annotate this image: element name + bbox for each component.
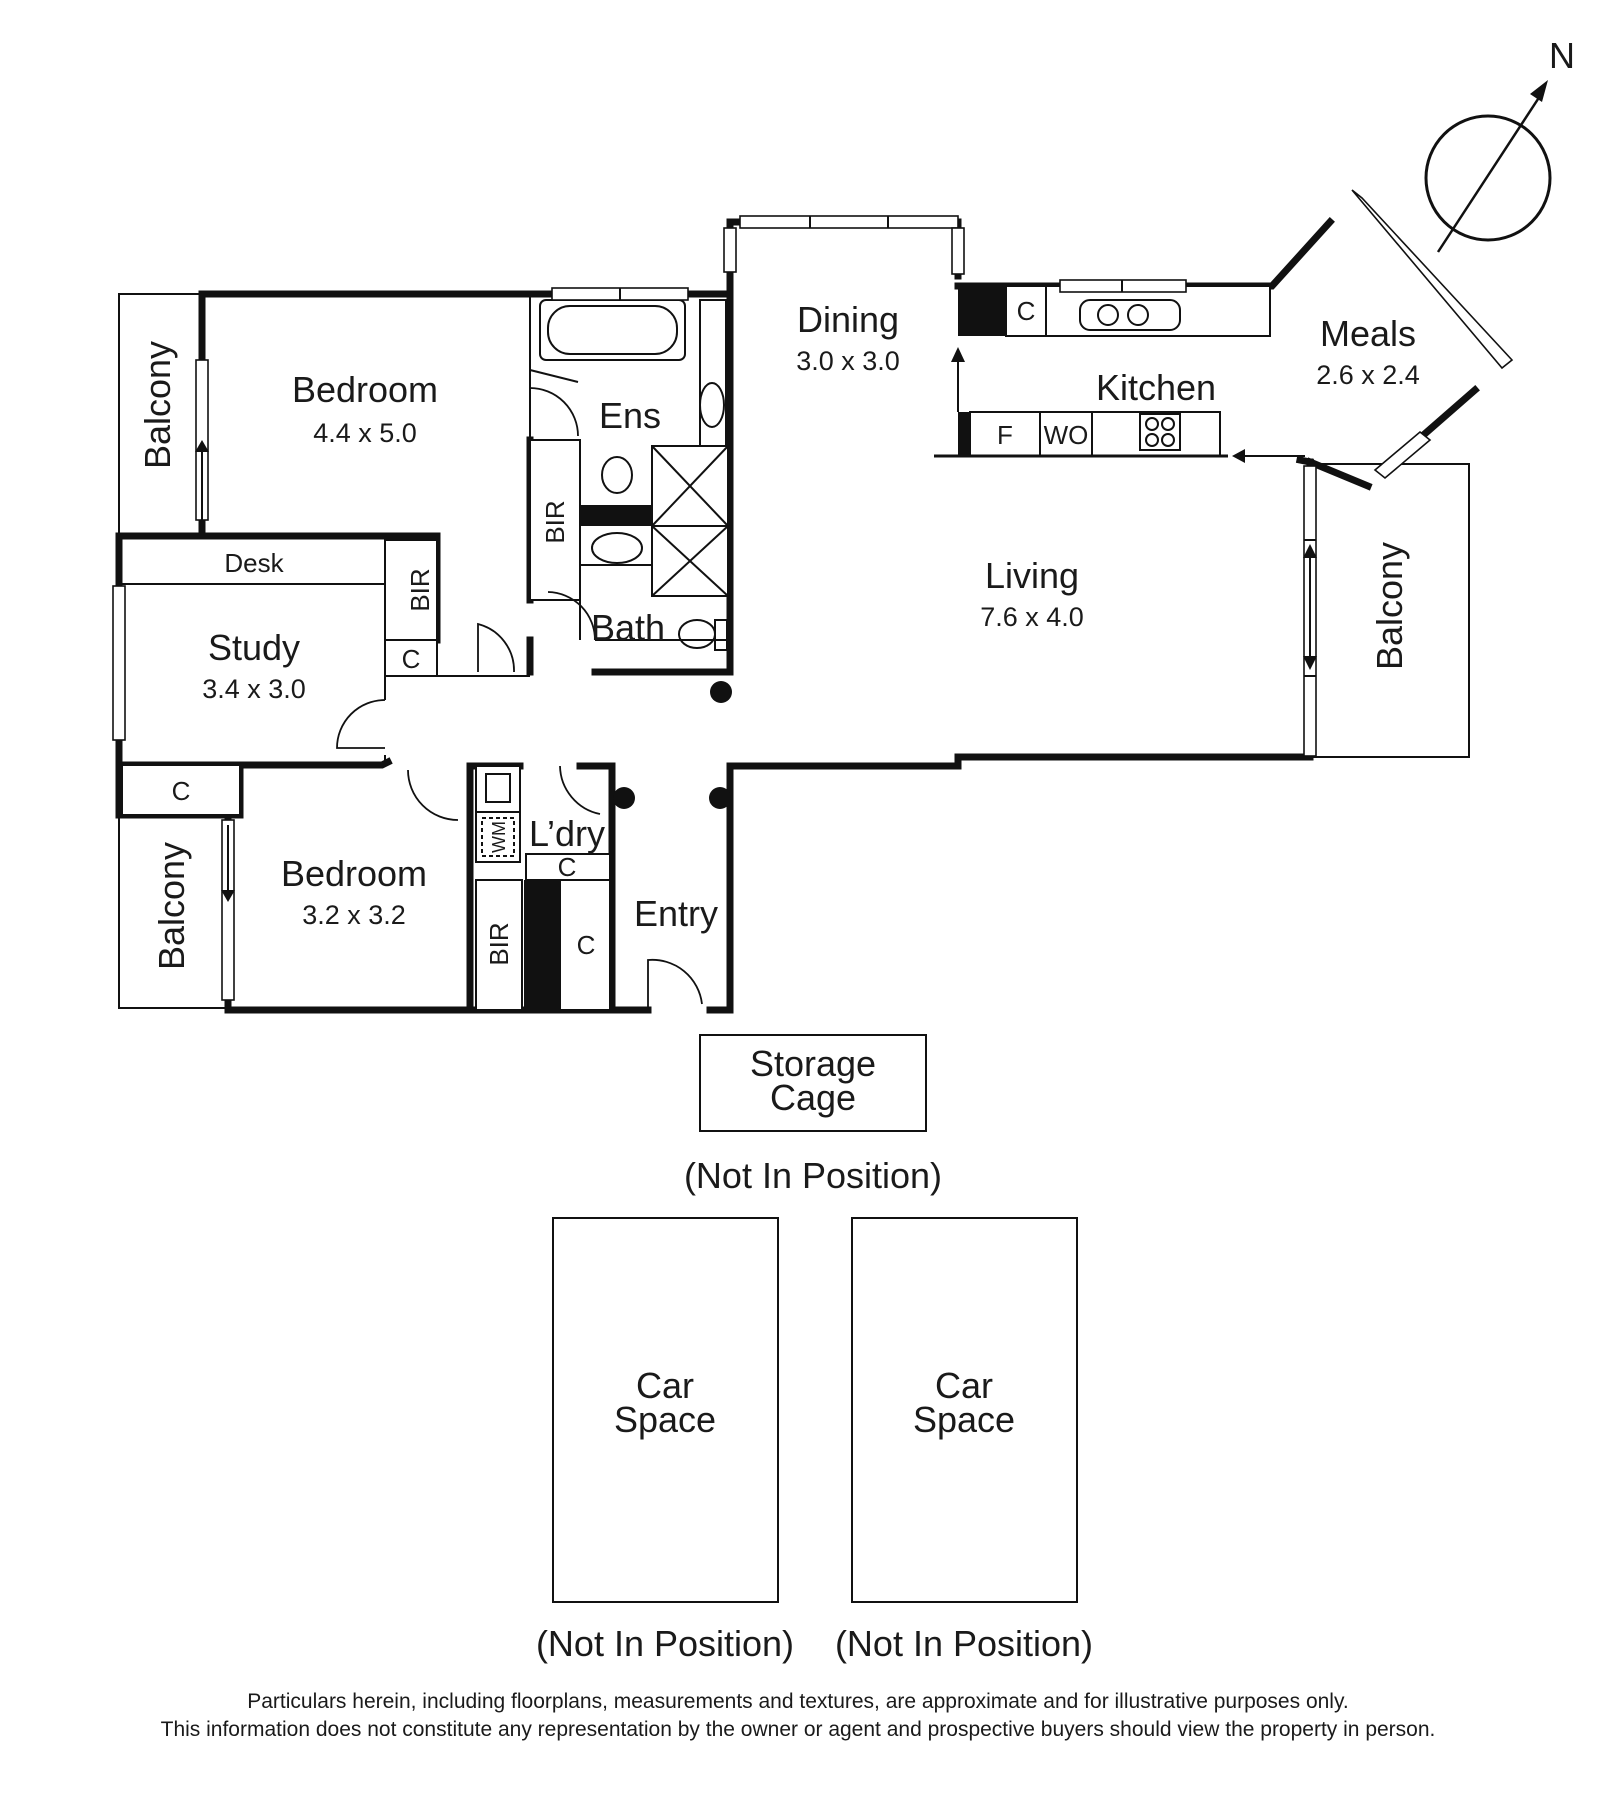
bir-label-bedroom2: BIR xyxy=(484,922,514,965)
fridge-label: F xyxy=(997,420,1013,450)
wall-oven-label: WO xyxy=(1044,420,1089,450)
room-laundry-name: L’dry xyxy=(529,813,605,854)
disclaimer: Particulars herein, including floorplans… xyxy=(161,1690,1436,1741)
room-bedroom2-name: Bedroom xyxy=(281,853,427,894)
room-dining-name: Dining xyxy=(797,299,899,340)
cupboard-label-study: C xyxy=(172,776,191,806)
room-dining-dims: 3.0 x 3.0 xyxy=(796,346,900,376)
bir-label-study: BIR xyxy=(405,568,435,611)
doors xyxy=(336,387,703,1010)
cupboard-label-bedroom2: C xyxy=(577,930,596,960)
north-compass: N xyxy=(1424,35,1575,253)
room-meals-name: Meals xyxy=(1320,313,1416,354)
cupboard-label-laundry: C xyxy=(558,852,577,882)
cupboard-label-study-hall: C xyxy=(402,644,421,674)
room-ensuite-name: Ens xyxy=(599,395,661,436)
desk-label: Desk xyxy=(224,548,284,578)
washing-machine-label: WM xyxy=(489,821,509,853)
bir-label-bedroom1: BIR xyxy=(540,500,570,543)
storage-cage-note: (Not In Position) xyxy=(684,1155,942,1196)
room-bedroom1-name: Bedroom xyxy=(292,369,438,410)
arrows xyxy=(195,347,1317,902)
storage-cage-line2: Cage xyxy=(770,1077,856,1118)
balcony-label-top-left: Balcony xyxy=(137,341,178,469)
room-bath-name: Bath xyxy=(591,607,665,648)
room-study-dims: 3.4 x 3.0 xyxy=(202,674,306,704)
north-label: N xyxy=(1549,35,1575,76)
car-space-2-line1: Car xyxy=(935,1365,993,1406)
balcony-label-right: Balcony xyxy=(1369,542,1410,670)
car-space-1-line1: Car xyxy=(636,1365,694,1406)
room-entry-name: Entry xyxy=(634,893,718,934)
room-bedroom2-dims: 3.2 x 3.2 xyxy=(302,900,406,930)
room-kitchen-name: Kitchen xyxy=(1096,367,1216,408)
room-living-dims: 7.6 x 4.0 xyxy=(980,602,1084,632)
fixture-labels: Desk BIR C BIR C WM C BIR C C F WO xyxy=(172,296,1089,966)
cupboard-label-kitchen: C xyxy=(1017,296,1036,326)
car-space-2-note: (Not In Position) xyxy=(835,1623,1093,1664)
storage-cage: Storage Cage (Not In Position) xyxy=(684,1043,942,1196)
balcony-labels: Balcony Balcony Balcony xyxy=(137,341,1410,970)
disclaimer-line1: Particulars herein, including floorplans… xyxy=(247,1690,1349,1713)
room-labels: Bedroom 4.4 x 5.0 Ens Dining 3.0 x 3.0 K… xyxy=(202,299,1420,934)
room-meals-dims: 2.6 x 2.4 xyxy=(1316,360,1420,390)
room-study-name: Study xyxy=(208,627,300,668)
car-space-2: Car Space (Not In Position) xyxy=(835,1365,1093,1664)
interior-lines xyxy=(121,285,1271,1603)
car-space-1-note: (Not In Position) xyxy=(536,1623,794,1664)
balcony-label-bottom-left: Balcony xyxy=(151,842,192,970)
disclaimer-line2: This information does not constitute any… xyxy=(161,1718,1436,1741)
car-space-1-line2: Space xyxy=(614,1399,716,1440)
car-space-2-line2: Space xyxy=(913,1399,1015,1440)
storage-cage-line1: Storage xyxy=(750,1043,876,1084)
room-bedroom1-dims: 4.4 x 5.0 xyxy=(313,418,417,448)
car-space-1: Car Space (Not In Position) xyxy=(536,1365,794,1664)
room-living-name: Living xyxy=(985,555,1079,596)
